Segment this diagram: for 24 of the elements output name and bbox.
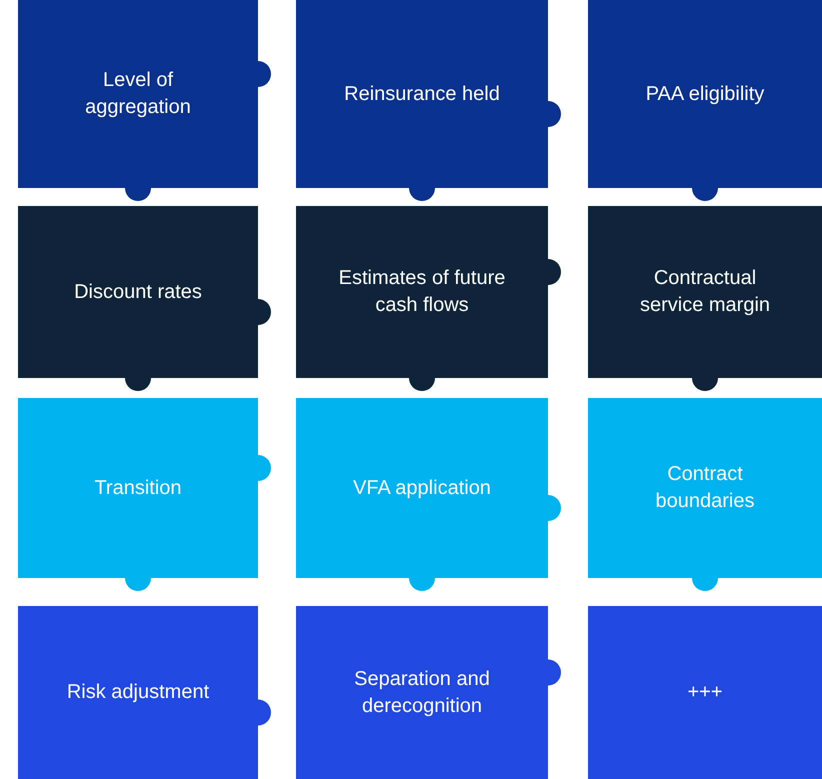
piece-label: Transition (94, 476, 182, 500)
piece-label: Risk adjustment (66, 680, 210, 705)
puzzle-piece (588, 206, 822, 378)
puzzle-piece (296, 398, 548, 578)
piece-label: +++ (687, 680, 723, 705)
puzzle-piece (18, 606, 258, 779)
puzzle-piece (296, 206, 548, 378)
puzzle-piece (18, 206, 258, 378)
puzzle-piece (296, 0, 548, 188)
puzzle-piece (588, 0, 822, 188)
puzzle-piece (296, 606, 548, 779)
piece-label: Separation and derecognition (353, 666, 491, 718)
piece-label: Estimates of future cash flows (338, 266, 506, 318)
piece-label: Level of aggregation (84, 68, 192, 120)
piece-label: PAA eligibility (646, 82, 764, 106)
puzzle-piece (588, 606, 822, 779)
piece-label: Discount rates (74, 280, 202, 304)
piece-label: Contractual service margin (638, 266, 772, 318)
puzzle-piece (588, 398, 822, 578)
puzzle-piece (18, 0, 258, 188)
piece-label: Contract boundaries (654, 462, 756, 514)
puzzle-piece (18, 398, 258, 578)
piece-label: Reinsurance held (344, 82, 500, 106)
piece-label: VFA application (353, 476, 491, 500)
